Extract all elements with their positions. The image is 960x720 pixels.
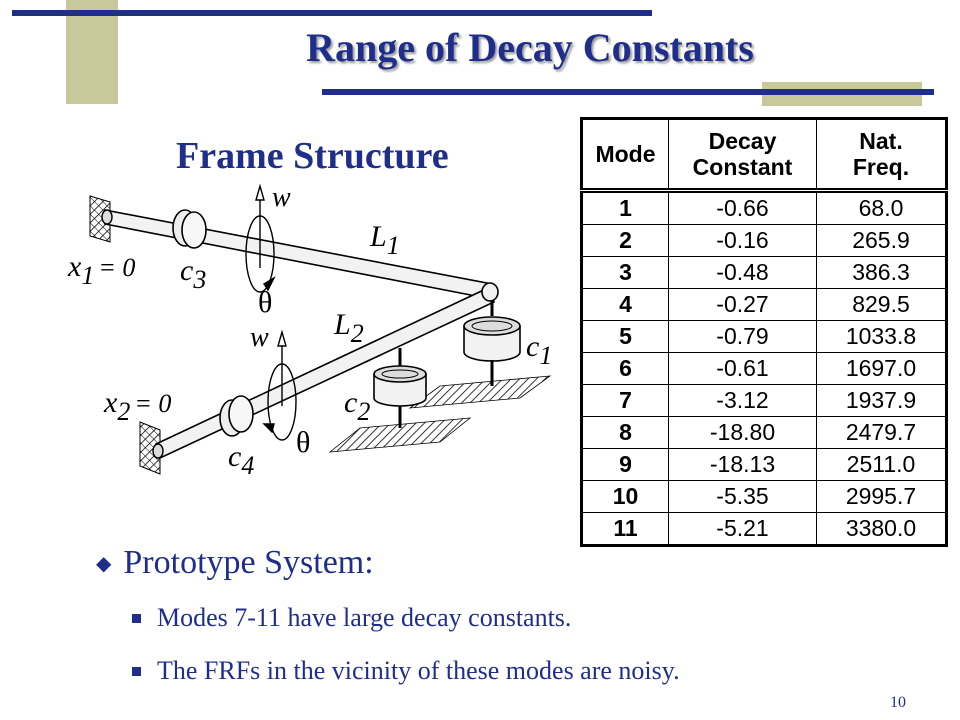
decay-cell: -5.21 xyxy=(668,512,817,546)
freq-cell: 2479.7 xyxy=(816,416,947,449)
page-number: 10 xyxy=(890,694,906,711)
top-rule xyxy=(12,10,652,16)
frame-structure-heading: Frame Structure xyxy=(176,135,449,177)
beam-corner xyxy=(481,282,499,302)
decay-cell: -0.61 xyxy=(668,352,817,385)
mode-cell: 6 xyxy=(581,352,669,385)
decay-cell: -0.48 xyxy=(668,256,817,289)
decay-cell: -0.16 xyxy=(668,224,817,257)
label-theta-top: θ xyxy=(258,286,272,319)
freq-cell: 2995.7 xyxy=(816,480,947,513)
decay-cell: -0.79 xyxy=(668,320,817,353)
mode-cell: 5 xyxy=(581,320,669,353)
diamond-bullet-icon: ◆ xyxy=(96,552,112,575)
label-w-top: w xyxy=(272,182,291,213)
header-mode: Mode xyxy=(581,118,669,193)
freq-cell: 829.5 xyxy=(816,288,947,321)
decay-cell: -18.80 xyxy=(668,416,817,449)
decay-cell: -3.12 xyxy=(668,384,817,417)
beam-L1 xyxy=(104,209,494,299)
mode-cell: 9 xyxy=(581,448,669,481)
decay-cell: -0.66 xyxy=(668,190,817,225)
label-x1: x1= 0 xyxy=(67,250,135,290)
mode-cell: 10 xyxy=(581,480,669,513)
header-natural-frequency: Nat.Freq. xyxy=(816,118,947,193)
slide-title: Range of Decay Constants xyxy=(306,25,754,70)
wall-support-bottom xyxy=(139,421,161,475)
rotation-indicator-top xyxy=(245,183,276,293)
label-c1: c1 xyxy=(526,330,552,370)
label-L2: L2 xyxy=(333,308,364,348)
mode-cell: 8 xyxy=(581,416,669,449)
square-bullet-icon xyxy=(132,666,141,676)
damper-c1 xyxy=(463,300,521,386)
damper-c2 xyxy=(373,348,427,428)
freq-cell: 1033.8 xyxy=(816,320,947,353)
bottom-rule xyxy=(322,89,934,95)
square-bullet-icon xyxy=(132,613,141,623)
label-c3: c3 xyxy=(180,254,206,294)
freq-cell: 386.3 xyxy=(816,256,947,289)
decay-cell: -0.27 xyxy=(668,288,817,321)
mode-cell: 3 xyxy=(581,256,669,289)
rotary-damper-c4 xyxy=(219,395,254,437)
rotary-damper-c3 xyxy=(172,209,207,249)
mode-cell: 4 xyxy=(581,288,669,321)
mode-cell: 7 xyxy=(581,384,669,417)
mode-cell: 1 xyxy=(581,190,669,225)
freq-cell: 2511.0 xyxy=(816,448,947,481)
label-c4: c4 xyxy=(228,440,254,480)
rotation-indicator-bottom xyxy=(262,329,297,441)
freq-cell: 265.9 xyxy=(816,224,947,257)
beam-end-bottom xyxy=(152,443,164,459)
mode-cell: 2 xyxy=(581,224,669,257)
label-x2: x2= 0 xyxy=(103,386,171,426)
decay-cell: -18.13 xyxy=(668,448,817,481)
sub-bullet-1: Modes 7-11 have large decay constants. xyxy=(132,603,571,633)
freq-cell: 1697.0 xyxy=(816,352,947,385)
ground-hatch-c2 xyxy=(328,417,472,453)
label-theta-bottom: θ xyxy=(296,426,310,459)
mode-cell: 11 xyxy=(581,512,669,546)
freq-cell: 3380.0 xyxy=(816,512,947,546)
label-L1: L1 xyxy=(369,220,400,260)
sub-bullet-2: The FRFs in the vicinity of these modes … xyxy=(132,656,680,686)
decay-cell: -5.35 xyxy=(668,480,817,513)
label-w-bottom: w xyxy=(250,322,269,353)
beam-end-top xyxy=(101,209,113,225)
olive-accent-block-left xyxy=(66,0,118,104)
bullet-prototype-system: ◆ Prototype System: xyxy=(96,544,374,581)
freq-cell: 68.0 xyxy=(816,190,947,225)
frame-structure-diagram: x1= 0 x2= 0 c3 c4 c1 c2 L1 L2 w w θ θ xyxy=(67,182,552,480)
freq-cell: 1937.9 xyxy=(816,384,947,417)
ground-hatch-c1 xyxy=(408,375,552,409)
wall-support-top xyxy=(89,195,111,243)
label-c2: c2 xyxy=(344,386,370,426)
